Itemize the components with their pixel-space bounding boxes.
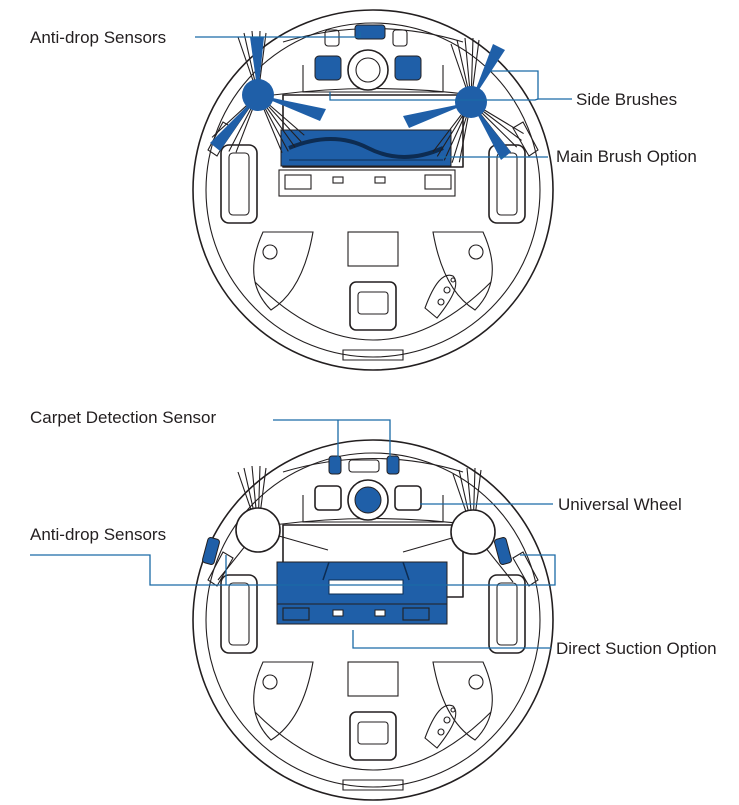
label-anti-drop-sensors-bottom: Anti-drop Sensors	[30, 525, 167, 544]
side-anti-drop-sensor-right	[494, 537, 512, 565]
side-anti-drop-sensor-left	[202, 537, 220, 565]
label-universal-wheel: Universal Wheel	[558, 495, 682, 514]
callout-side-brushes	[490, 70, 572, 100]
carpet-sensor-right	[386, 455, 400, 475]
universal-wheel	[354, 486, 382, 514]
carpet-sensor-left	[328, 455, 342, 475]
right-brush-hub	[402, 467, 514, 583]
label-main-brush-option: Main Brush Option	[556, 147, 697, 166]
front-anti-drop-sensor	[354, 24, 386, 40]
bottom-robot	[192, 439, 554, 801]
right-side-brush	[403, 37, 529, 168]
label-side-brushes: Side Brushes	[576, 90, 678, 109]
left-brush-hub	[217, 465, 329, 581]
label-carpet-detection-sensor: Carpet Detection Sensor	[30, 408, 217, 427]
callout-carpet-sensor	[273, 419, 391, 460]
top-robot	[192, 9, 554, 371]
label-anti-drop-sensors-top: Anti-drop Sensors	[30, 28, 167, 47]
callout-anti-drop-bottom	[30, 554, 556, 586]
left-side-brush	[210, 30, 326, 158]
label-direct-suction-option: Direct Suction Option	[556, 639, 717, 658]
callout-direct-suction	[352, 630, 551, 649]
callout-anti-drop-top	[195, 32, 361, 38]
